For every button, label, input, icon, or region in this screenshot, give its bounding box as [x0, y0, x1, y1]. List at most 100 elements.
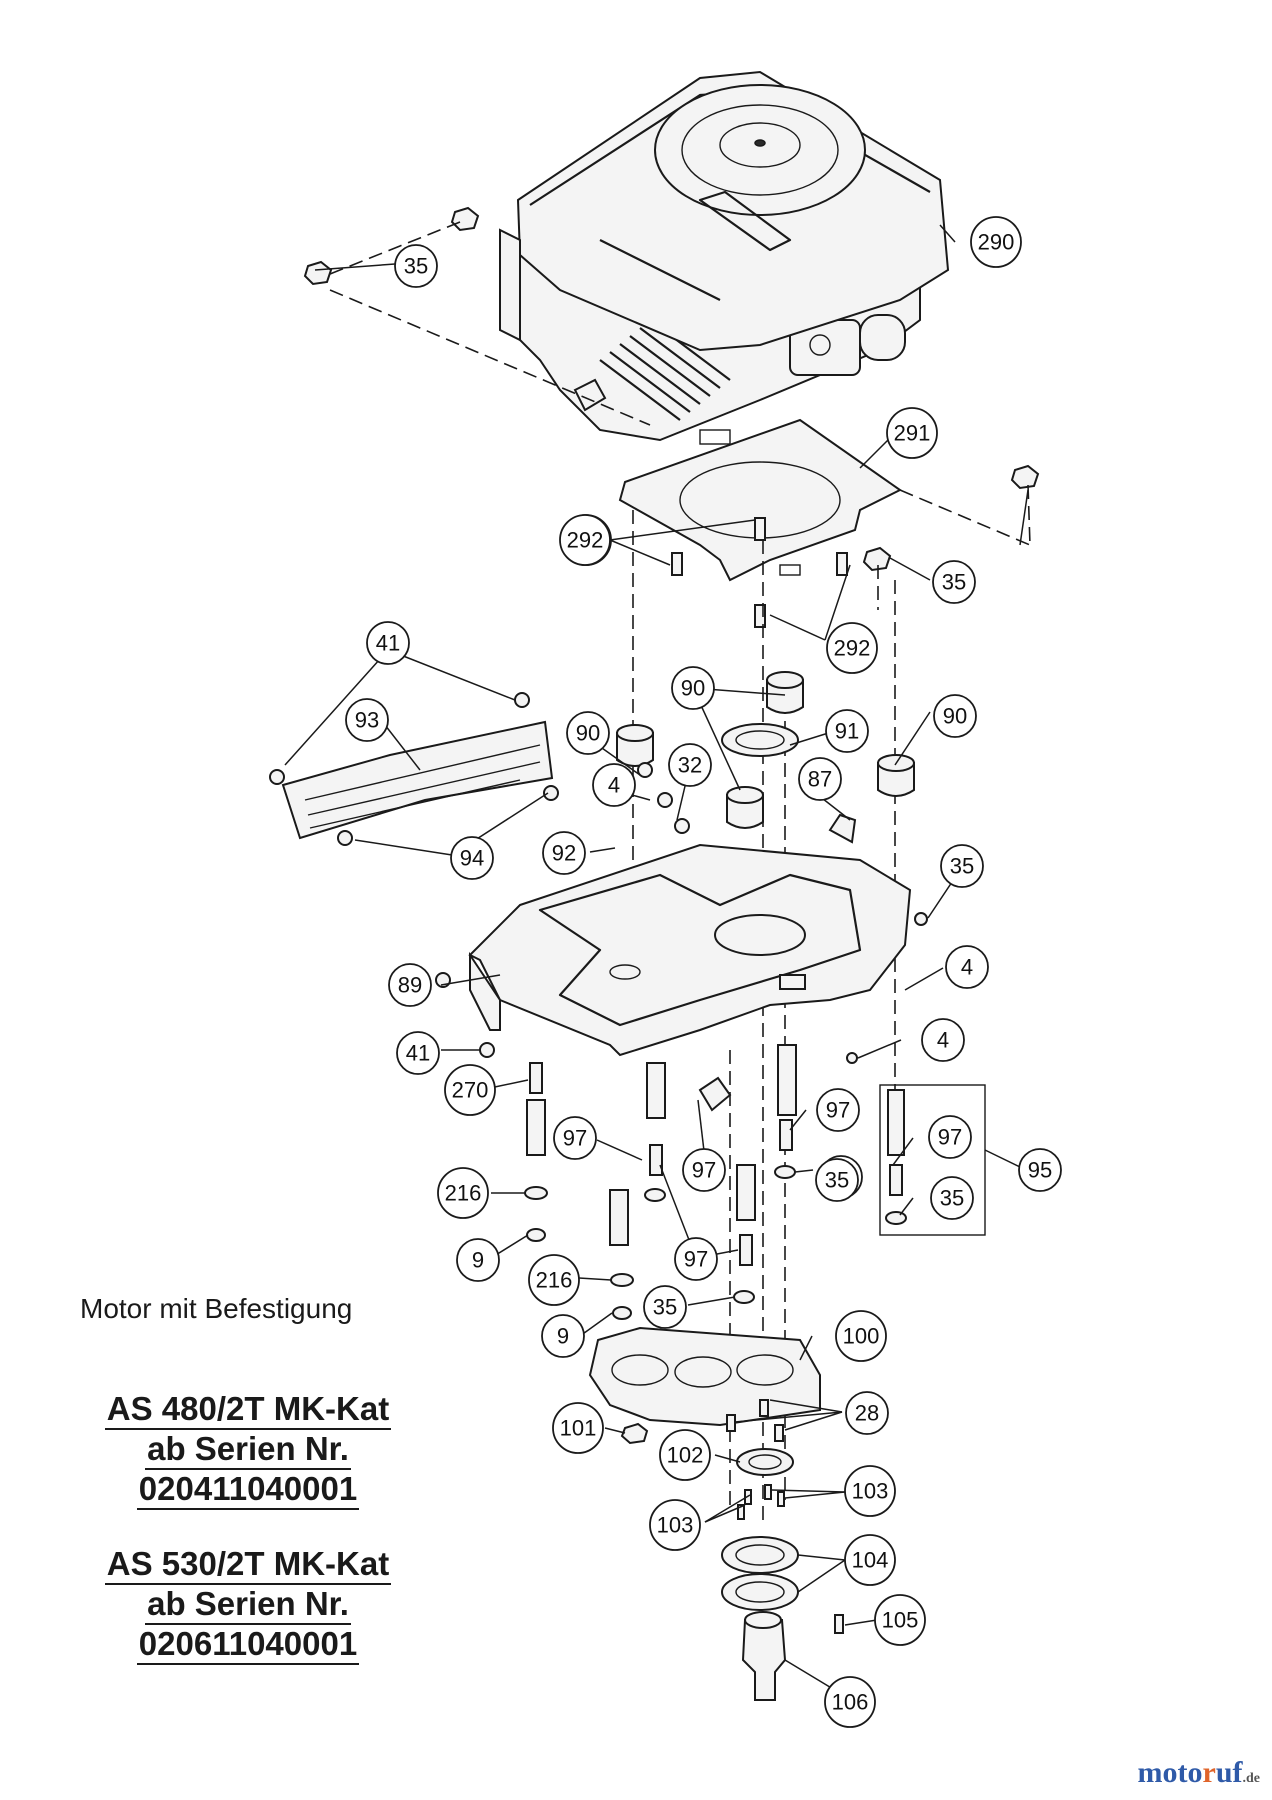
model-b-serial-label: ab Serien Nr.: [145, 1585, 351, 1625]
chassis-plate: [468, 843, 912, 1057]
callout-97: 97: [682, 1148, 726, 1192]
callout-105: 105: [874, 1594, 926, 1646]
engine-assembly: [499, 70, 950, 442]
callout-labels: 3529029129229235292419394909091903248792…: [345, 216, 1062, 1728]
callout-4: 4: [921, 1018, 965, 1062]
callout-103: 103: [844, 1465, 896, 1517]
model-a-name: AS 480/2T MK-Kat: [104, 1390, 392, 1430]
callout-circle: [388, 963, 432, 1007]
callout-32: 32: [668, 743, 712, 787]
callout-35: 35: [394, 244, 438, 288]
callout-circle: [674, 1237, 718, 1281]
callout-number: 270: [452, 1078, 489, 1103]
callout-circle: [542, 831, 586, 875]
callout-92: 92: [542, 831, 586, 875]
callout-circle: [921, 1018, 965, 1062]
callout-216: 216: [528, 1254, 580, 1306]
callout-94: 94: [450, 836, 494, 880]
callout-number: 290: [978, 230, 1015, 255]
callout-number: 105: [882, 1608, 919, 1633]
engine-plate: [618, 418, 902, 582]
callout-circle: [933, 694, 977, 738]
bolt-28: [726, 1414, 736, 1432]
callout-216: 216: [437, 1167, 489, 1219]
model-a-serial: 020411040001: [136, 1470, 360, 1510]
model-label-a: AS 480/2T MK-Kat ab Serien Nr. 020411040…: [78, 1390, 418, 1510]
callout-circle: [970, 216, 1022, 268]
spark-plug: [573, 378, 607, 412]
callout-circle: [940, 844, 984, 888]
callout-number: 100: [843, 1324, 880, 1349]
callout-35: 35: [815, 1158, 859, 1202]
callout-number: 91: [835, 719, 859, 744]
callout-number: 104: [852, 1548, 889, 1573]
callout-number: 4: [937, 1028, 949, 1053]
brand-logo[interactable]: motoruf.de: [1138, 1756, 1261, 1790]
model-b-name: AS 530/2T MK-Kat: [104, 1545, 392, 1585]
diagram-subtitle: Motor mit Befestigung: [80, 1293, 353, 1324]
callout-number: 216: [445, 1181, 482, 1206]
callout-number: 292: [567, 528, 604, 553]
callout-number: 9: [472, 1248, 484, 1273]
bolt-28: [759, 1399, 769, 1417]
callout-97: 97: [928, 1115, 972, 1159]
callout-circle: [845, 1391, 889, 1435]
callout-number: 291: [894, 421, 931, 446]
bolt-28: [774, 1424, 784, 1442]
callout-circle: [592, 763, 636, 807]
callout-circle: [643, 1285, 687, 1329]
bumper-92-lower: [698, 1076, 732, 1112]
callout-9: 9: [541, 1314, 585, 1358]
callout-circle: [945, 945, 989, 989]
callout-number: 97: [563, 1126, 587, 1151]
callout-number: 216: [536, 1268, 573, 1293]
callout-circle: [886, 407, 938, 459]
plate-100: [588, 1326, 821, 1427]
callout-292: 292: [826, 622, 878, 674]
callout-90: 90: [566, 711, 610, 755]
callout-number: 97: [938, 1125, 962, 1150]
spacers-97: [526, 1044, 905, 1266]
callout-97: 97: [816, 1088, 860, 1132]
callout-41: 41: [396, 1031, 440, 1075]
kit-box-95: [879, 1084, 986, 1236]
callout-number: 94: [460, 846, 484, 871]
callout-circle: [541, 1314, 585, 1358]
callout-89: 89: [388, 963, 432, 1007]
callout-number: 292: [834, 636, 871, 661]
callout-number: 35: [404, 254, 428, 279]
callout-291: 291: [886, 407, 938, 459]
callout-100: 100: [835, 1310, 887, 1362]
callout-number: 32: [678, 753, 702, 778]
callout-circle: [930, 1176, 974, 1220]
callout-number: 101: [560, 1416, 597, 1441]
callout-28: 28: [845, 1391, 889, 1435]
callout-number: 90: [576, 721, 600, 746]
brand-tld: .de: [1242, 1771, 1261, 1786]
callout-number: 97: [692, 1158, 716, 1183]
callout-circle: [668, 743, 712, 787]
callout-circle: [553, 1116, 597, 1160]
callout-circle: [928, 1115, 972, 1159]
callout-number: 35: [950, 854, 974, 879]
callout-35: 35: [932, 560, 976, 604]
callout-circle: [844, 1465, 896, 1517]
callout-circle: [528, 1254, 580, 1306]
callout-90: 90: [933, 694, 977, 738]
callout-87: 87: [798, 757, 842, 801]
callout-circle: [826, 622, 878, 674]
model-a-serial-label: ab Serien Nr.: [145, 1430, 351, 1470]
callout-35: 35: [940, 844, 984, 888]
callout-number: 92: [552, 841, 576, 866]
bushing-91: [721, 723, 799, 757]
callout-number: 93: [355, 708, 379, 733]
brand-part-a: moto: [1137, 1756, 1203, 1789]
nuts-35-top: [303, 206, 1040, 572]
callout-9: 9: [456, 1238, 500, 1282]
recoil-starter: [654, 84, 866, 252]
callout-circle: [835, 1310, 887, 1362]
callout-102: 102: [659, 1429, 711, 1481]
callout-number: 4: [961, 955, 973, 980]
callout-number: 41: [406, 1041, 430, 1066]
